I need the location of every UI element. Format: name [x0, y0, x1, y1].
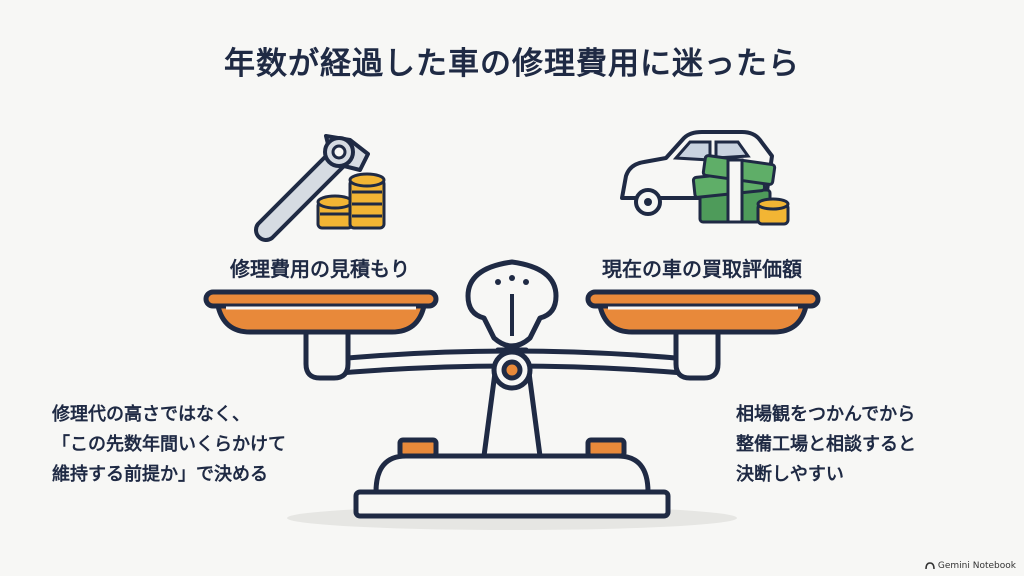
- right-note-line: 整備工場と相談すると: [736, 434, 916, 455]
- scale-beam: [303, 324, 721, 391]
- left-note-line: 修理代の高さではなく、: [52, 404, 250, 425]
- right-note: 相場観をつかんでから 整備工場と相談すると 決断しやすい: [736, 400, 916, 490]
- left-note-line: 維持する前提か」で決める: [52, 464, 268, 485]
- page-title: 年数が経過した車の修理費用に迷ったら: [224, 46, 800, 82]
- brand-name: Gemini Notebook: [937, 561, 1016, 571]
- left-pan: [203, 289, 439, 335]
- left-note-line: 「この先数年間いくらかけて: [52, 434, 286, 455]
- left-note: 修理代の高さではなく、 「この先数年間いくらかけて 維持する前提か」で決める: [52, 400, 286, 490]
- coin-stack-icon: [316, 172, 386, 230]
- coin-icon: [756, 197, 790, 226]
- right-note-line: 決断しやすい: [736, 464, 844, 485]
- cash-stack-icon: [691, 154, 777, 224]
- wrench-icon: [254, 134, 370, 242]
- left-pan-label: 修理費用の見積もり: [230, 257, 410, 281]
- scale-base: [353, 437, 671, 519]
- right-pan-label: 現在の車の買取評価額: [602, 257, 802, 281]
- right-note-line: 相場観をつかんでから: [736, 404, 916, 425]
- brand-watermark: Gemini Notebook: [925, 561, 1016, 571]
- right-pan: [585, 289, 821, 335]
- brand-logo-icon: [925, 562, 935, 570]
